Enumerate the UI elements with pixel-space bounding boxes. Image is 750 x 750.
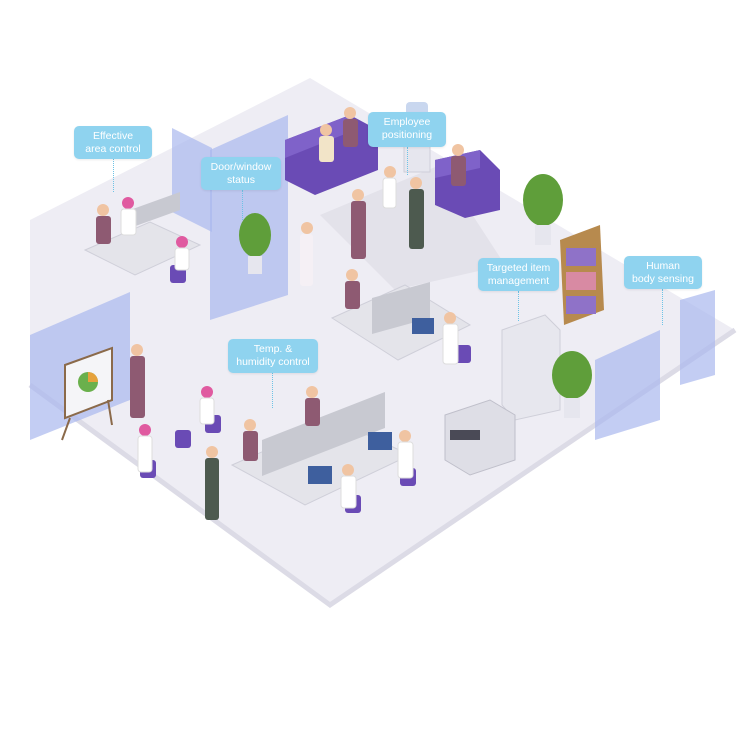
- workstation-desk-middle: [330, 282, 472, 361]
- person: [397, 430, 414, 479]
- person: [205, 446, 219, 520]
- callout-line: Employee: [383, 116, 431, 128]
- filing-cabinets: [501, 314, 561, 421]
- callout-human-body-sensing: Human body sensing: [624, 256, 702, 289]
- callout-line: body sensing: [632, 273, 694, 285]
- leader-line: [242, 190, 243, 220]
- callout-line: Targeted item: [486, 262, 551, 274]
- person: [120, 197, 137, 236]
- person: [442, 312, 459, 365]
- person: [409, 177, 424, 249]
- callout-line: status: [226, 174, 255, 186]
- person: [351, 189, 366, 259]
- leader-line: [272, 373, 273, 408]
- presentation-board: [61, 346, 113, 441]
- plant: [523, 174, 563, 245]
- person: [137, 424, 153, 473]
- person: [319, 124, 334, 162]
- callout-line: management: [487, 275, 550, 287]
- leader-line: [407, 147, 408, 175]
- leader-line: [518, 291, 519, 321]
- person: [305, 386, 320, 426]
- person: [174, 236, 190, 271]
- armchair: [435, 150, 500, 218]
- callout-door-window-status: Door/window status: [201, 157, 281, 190]
- person: [96, 204, 111, 244]
- leader-line: [113, 159, 114, 192]
- callout-line: area control: [85, 143, 141, 155]
- person: [243, 419, 258, 461]
- person: [345, 269, 360, 309]
- printer: [444, 399, 516, 476]
- callout-line: Door/window: [210, 161, 272, 173]
- person: [199, 386, 215, 425]
- person: [343, 107, 358, 147]
- callout-line: humidity control: [236, 356, 310, 368]
- callout-line: Effective: [92, 130, 134, 142]
- plant: [239, 213, 271, 274]
- person: [451, 144, 466, 186]
- person: [382, 166, 397, 209]
- person: [300, 222, 313, 286]
- callout-employee-positioning: Employee positioning: [368, 112, 446, 147]
- callout-line: Human: [646, 260, 680, 272]
- workstation-desk-lower: [230, 392, 412, 506]
- callout-targeted-item-management: Targeted item management: [478, 258, 559, 291]
- person: [130, 344, 145, 418]
- bookshelf: [560, 225, 604, 325]
- callout-temp-humidity-control: Temp. & humidity control: [228, 339, 318, 373]
- callout-effective-area-control: Effective area control: [74, 126, 152, 159]
- person: [340, 464, 357, 509]
- leader-line: [662, 289, 663, 325]
- plant: [552, 351, 592, 418]
- callout-line: positioning: [381, 129, 433, 141]
- callout-line: Temp. &: [253, 343, 293, 355]
